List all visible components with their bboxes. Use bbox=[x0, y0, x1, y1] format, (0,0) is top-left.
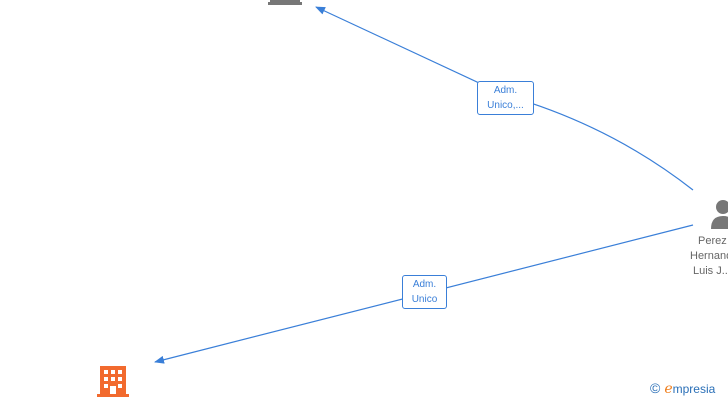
brand-initial: e bbox=[664, 381, 673, 397]
person-name-line2: Hernandez bbox=[690, 250, 728, 262]
edge-label-adm-unico-top[interactable]: Adm. Unico,... bbox=[477, 81, 534, 115]
company-bottom-building-icon[interactable] bbox=[97, 366, 129, 397]
company-top-building-icon[interactable] bbox=[268, 0, 302, 5]
copyright-symbol: © bbox=[650, 380, 661, 396]
edge-label-line1: Adm. bbox=[412, 279, 437, 290]
person-name-label[interactable]: Perez Hernandez Luis J... bbox=[690, 234, 728, 279]
edge-label-line2: Unico,... bbox=[487, 100, 524, 111]
edge-label-adm-unico-bottom[interactable]: Adm. Unico bbox=[402, 275, 447, 309]
empresia-watermark: ©empresia bbox=[650, 380, 715, 397]
person-label-clip: Perez Hernandez Luis J... bbox=[690, 234, 728, 284]
edge-label-line1: Adm. bbox=[493, 85, 518, 96]
person-name-line1: Perez bbox=[698, 235, 727, 247]
edge-label-line2: Unico bbox=[411, 294, 438, 305]
person-name-line3: Luis J... bbox=[693, 265, 728, 277]
person-icon[interactable] bbox=[711, 200, 728, 229]
brand-name: mpresia bbox=[672, 382, 716, 396]
